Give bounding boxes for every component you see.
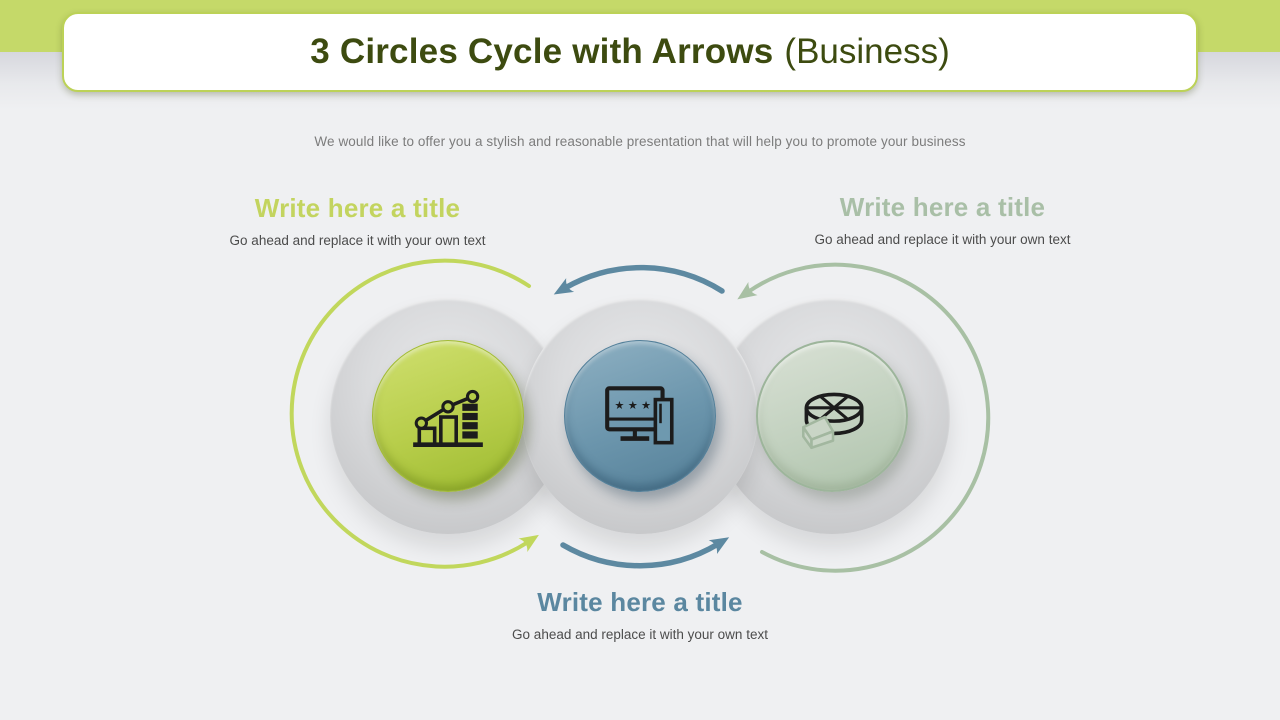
circle-right	[756, 340, 908, 492]
slide-subtitle: We would like to offer you a stylish and…	[314, 134, 966, 149]
svg-text:★: ★	[641, 399, 651, 412]
desktop-computer-icon: ★ ★ ★	[605, 386, 674, 445]
step-body-left: Go ahead and replace it with your own te…	[229, 233, 486, 248]
slide-title: 3 Circles Cycle with Arrows	[310, 32, 774, 71]
bar-line-chart-icon	[413, 389, 483, 448]
step-title-right: Write here a title	[839, 192, 1046, 222]
step-body-right: Go ahead and replace it with your own te…	[814, 232, 1071, 247]
arrow-bottom-center	[560, 537, 730, 569]
circle-center: ★ ★ ★	[564, 340, 716, 492]
slide-title-suffix: (Business)	[784, 32, 950, 71]
svg-text:★: ★	[614, 399, 624, 412]
slide-title-box: 3 Circles Cycle with Arrows (Business)	[62, 12, 1198, 92]
pie-chart-3d-icon	[802, 392, 864, 450]
step-title-bottom: Write here a title	[537, 587, 743, 617]
step-label-left: Write here a title Go ahead and replace …	[140, 193, 575, 248]
circle-left	[372, 340, 524, 492]
arrow-top-center	[553, 264, 725, 295]
step-label-right: Write here a title Go ahead and replace …	[715, 192, 1170, 247]
svg-text:★: ★	[628, 399, 638, 412]
step-label-bottom: Write here a title Go ahead and replace …	[390, 587, 890, 642]
step-title-left: Write here a title	[254, 193, 461, 223]
step-body-bottom: Go ahead and replace it with your own te…	[512, 627, 768, 642]
